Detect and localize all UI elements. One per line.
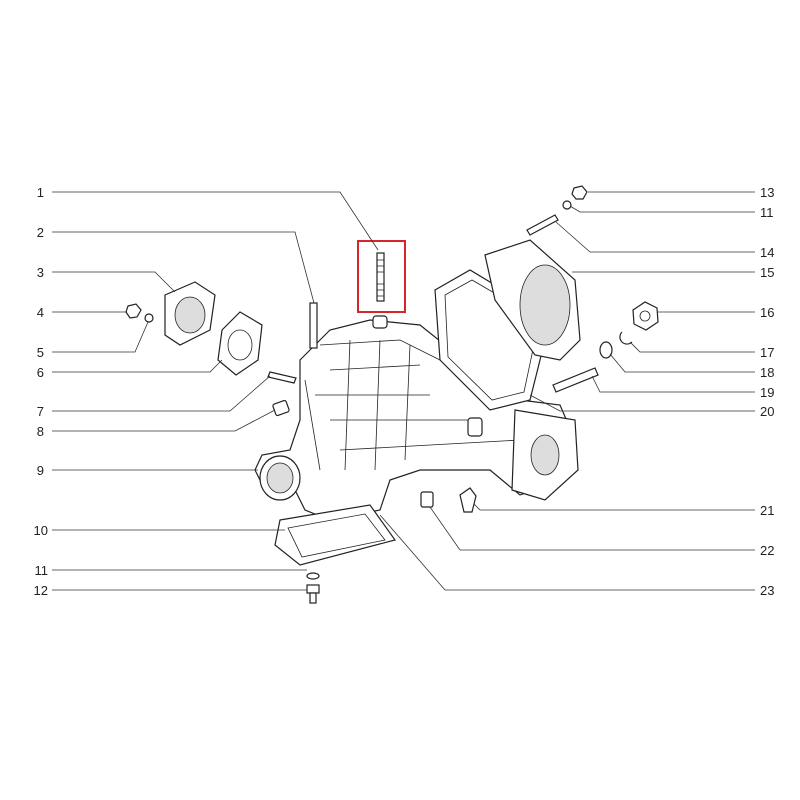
callout-3: 3 xyxy=(37,265,44,280)
callout-14: 14 xyxy=(760,245,774,260)
part-8-plug xyxy=(272,399,290,417)
callout-9: 9 xyxy=(37,463,44,478)
callout-7: 7 xyxy=(37,404,44,419)
callout-12: 12 xyxy=(34,583,48,598)
part-16-nut xyxy=(632,301,659,331)
callout-16: 16 xyxy=(760,305,774,320)
callout-22: 22 xyxy=(760,543,774,558)
callout-10: 10 xyxy=(34,523,48,538)
differential-housing xyxy=(254,315,579,521)
callout-23: 23 xyxy=(760,583,774,598)
callout-15: 15 xyxy=(760,265,774,280)
part-12-bolt-head xyxy=(306,584,320,594)
bottom-cover xyxy=(274,504,396,566)
callout-18: 18 xyxy=(760,365,774,380)
part-4-nut xyxy=(125,303,142,319)
part-18-washer xyxy=(599,341,613,359)
part-5-washer xyxy=(144,313,154,323)
part-7-stud xyxy=(267,371,297,384)
part-6-gasket xyxy=(217,311,263,376)
part-21-fitting xyxy=(459,487,477,513)
part-22-plug xyxy=(420,491,434,508)
part-2-stud xyxy=(309,302,318,349)
callout-8: 8 xyxy=(37,424,44,439)
part-11-washer-right xyxy=(562,200,572,210)
callout-6: 6 xyxy=(37,365,44,380)
callout-5: 5 xyxy=(37,345,44,360)
callout-13: 13 xyxy=(760,185,774,200)
callout-11: 11 xyxy=(35,563,49,578)
callout-4: 4 xyxy=(37,305,44,320)
part-11-washer xyxy=(306,572,320,580)
callout-17: 17 xyxy=(760,345,774,360)
callout-2: 2 xyxy=(37,225,44,240)
left-callouts: 1 2 3 4 5 6 7 8 9 10 11 12 xyxy=(34,185,48,598)
part-13-nut xyxy=(571,185,588,200)
part-19-stud xyxy=(552,367,599,393)
part-14-stud xyxy=(526,214,559,236)
callout-1: 1 xyxy=(37,185,44,200)
right-callouts: 13 11 14 15 16 17 18 19 20 21 22 23 xyxy=(760,185,774,598)
callout-20: 20 xyxy=(760,404,774,419)
highlight-box xyxy=(357,240,406,313)
part-1-stud xyxy=(376,252,385,302)
callout-21: 21 xyxy=(760,503,774,518)
callout-11-right: 11 xyxy=(760,205,774,220)
callout-19: 19 xyxy=(760,385,774,400)
leader-lines xyxy=(52,191,755,591)
part-17-clip xyxy=(619,331,633,345)
